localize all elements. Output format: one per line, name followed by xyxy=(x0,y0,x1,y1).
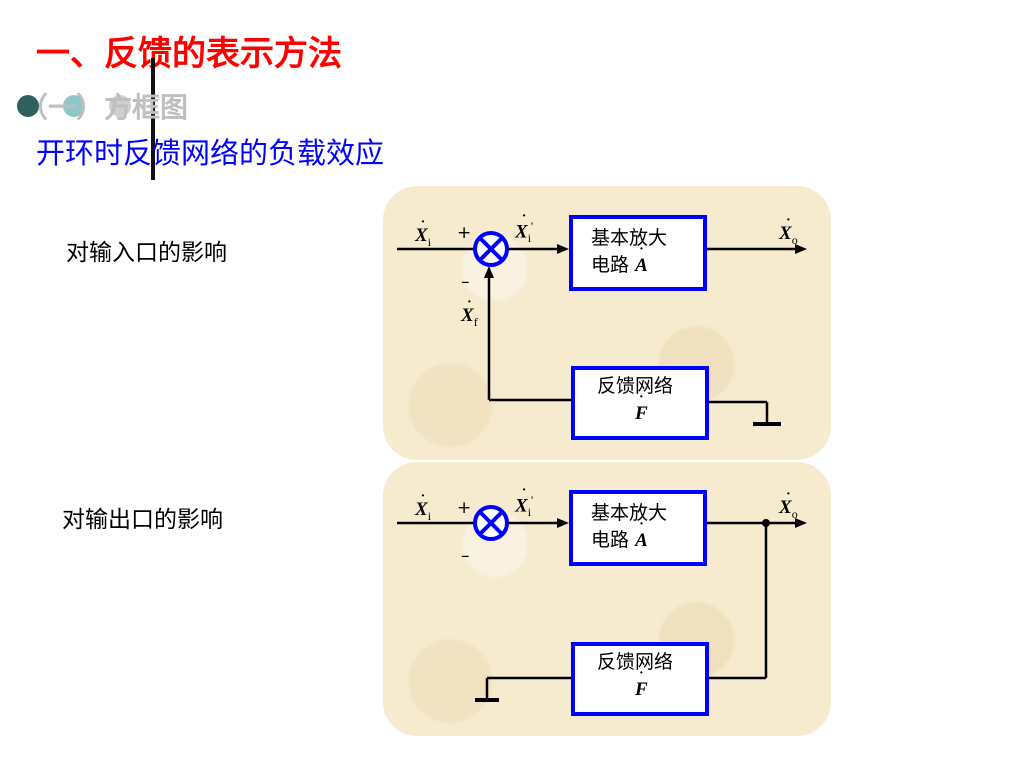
plus-sign: + xyxy=(457,498,472,518)
signal-net-input-label: ·Xi' xyxy=(515,209,534,246)
feedback-network-block: 反馈网络 ·F xyxy=(571,366,709,440)
signal-output-label: ·Xo xyxy=(779,487,798,521)
output-port-label: 对输出口的影响 xyxy=(62,507,223,533)
bullet-dots xyxy=(17,95,131,117)
section-heading: 开环时反馈网络的负载效应 xyxy=(36,136,385,170)
amplifier-symbol: ·A xyxy=(635,242,648,277)
amplifier-label-line1: 基本放大 xyxy=(591,502,668,524)
amplifier-label-line1: 基本放大 xyxy=(591,227,668,249)
bullet-dot-2 xyxy=(63,95,85,117)
feedback-network-block: 反馈网络 ·F xyxy=(571,642,709,716)
signal-net-input-label: ·Xi' xyxy=(515,483,534,520)
diagram-wiring-output xyxy=(397,505,807,702)
minus-sign: – xyxy=(461,272,470,292)
signal-input-label: ·Xi xyxy=(415,215,432,249)
amplifier-block: 基本放大 电路 ·A xyxy=(569,215,707,291)
amplifier-symbol: ·A xyxy=(635,517,648,552)
diagram-panel-input: 基本放大 电路 ·A 反馈网络 ·F ·Xi + – ·Xi' ·Xo ·Xf xyxy=(383,186,831,460)
signal-input-label: ·Xi xyxy=(415,489,432,523)
amplifier-block: 基本放大 电路 ·A xyxy=(569,490,707,566)
signal-feedback-label: ·Xf xyxy=(461,295,478,329)
feedback-label: 反馈网络 xyxy=(597,651,674,673)
feedback-symbol: ·F xyxy=(635,666,648,701)
input-port-label: 对输入口的影响 xyxy=(66,240,227,266)
diagram-panel-output: 基本放大 电路 ·A 反馈网络 ·F ·Xi + – ·Xi' ·Xo xyxy=(383,462,831,736)
amplifier-label-line2: 电路 xyxy=(591,254,630,276)
bullet-dot-1 xyxy=(17,95,39,117)
section-subtitle: （一）方框图 xyxy=(20,91,189,124)
plus-sign: + xyxy=(457,223,472,243)
vertical-divider xyxy=(151,58,155,180)
feedback-symbol: ·F xyxy=(635,390,648,425)
amplifier-label-line2: 电路 xyxy=(591,529,630,551)
signal-output-label: ·Xo xyxy=(779,213,798,247)
slide-title: 一、反馈的表示方法 xyxy=(36,34,342,74)
feedback-label: 反馈网络 xyxy=(597,375,674,397)
minus-sign: – xyxy=(461,546,470,566)
diagram-wiring-input xyxy=(397,231,807,426)
bullet-dot-3 xyxy=(109,95,131,117)
